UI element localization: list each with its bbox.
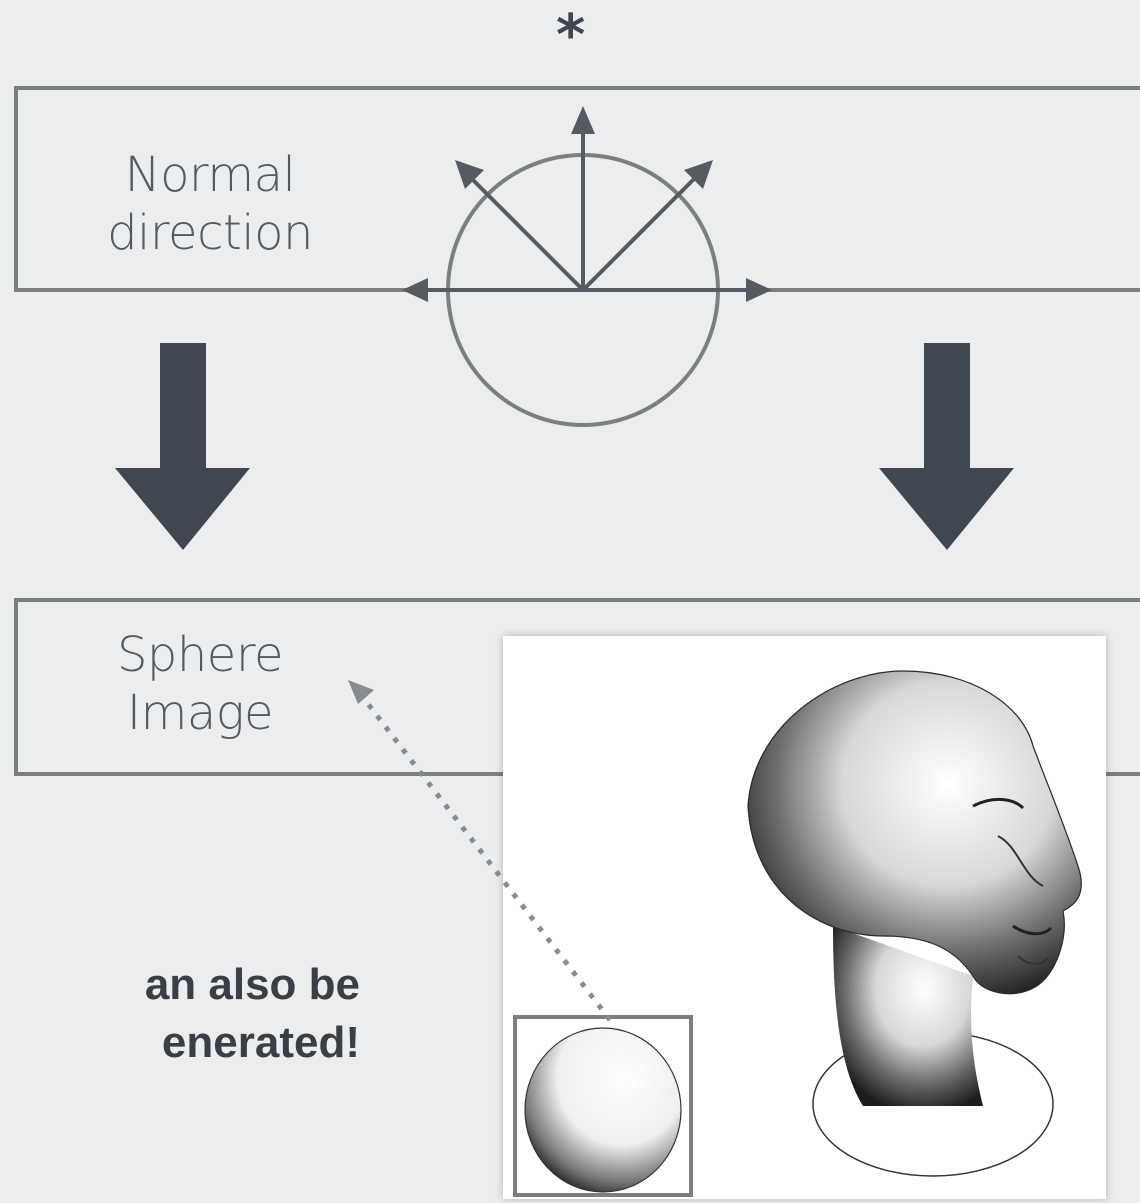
caption-text: an also be enerated! — [0, 956, 360, 1072]
dotted-pointer-arrow — [348, 680, 610, 1020]
